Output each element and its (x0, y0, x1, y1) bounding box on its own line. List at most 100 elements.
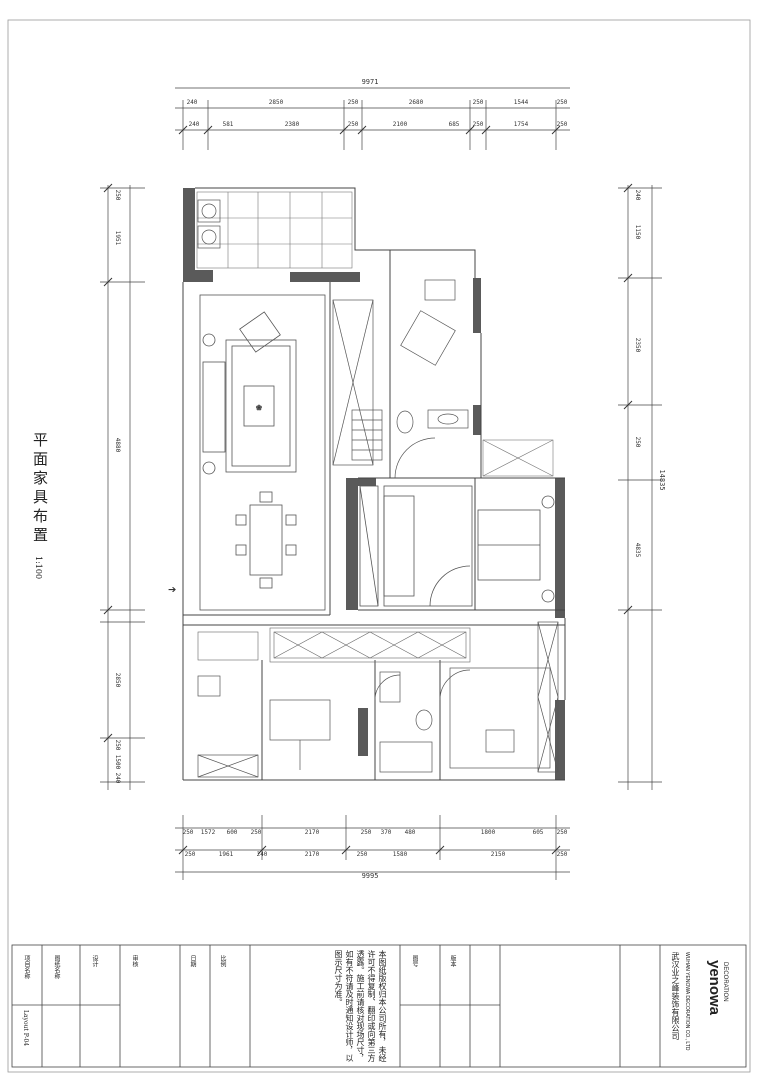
dim-overall-depth: 14835 (658, 469, 666, 490)
dim-label: 250 (357, 851, 368, 858)
top-dimension-lines (175, 87, 570, 150)
dim-label: 250 (183, 829, 194, 836)
dim-label: 250 (348, 99, 359, 106)
dim-label: 250 (557, 121, 568, 128)
company-name: 武汉业之峰装饰有限公司 (671, 952, 680, 1040)
dim-label: 2350 (634, 338, 641, 353)
entry-arrow-icon: ➔ (168, 582, 176, 598)
wall-solids (183, 188, 565, 780)
washer-icon (197, 199, 221, 249)
title-field: 项目名称 (23, 955, 30, 979)
title-field: 版本 (449, 955, 456, 967)
sink-icon (379, 671, 401, 703)
living-room-furniture: ❀ (199, 294, 326, 611)
dim-label: 250 (185, 851, 196, 858)
dim-label: 2100 (393, 121, 408, 128)
dim-label: 240 (257, 851, 268, 858)
vanity-icon (427, 409, 469, 429)
dim-label: 240 (114, 773, 121, 784)
dim-label: 4835 (634, 543, 641, 558)
dim-left: 250 1951 4880 2850 250 1500 240 (114, 190, 121, 784)
company-logo: yenowa (706, 960, 723, 1016)
dim-label: 240 (189, 121, 200, 128)
dim-label: 250 (634, 437, 641, 448)
dim-label: 2150 (491, 851, 506, 858)
chair-icon (285, 544, 297, 556)
dim-label: 240 (634, 190, 641, 201)
sink-icon (424, 279, 456, 301)
wardrobe-icon (359, 485, 379, 607)
title-field: 设计 (91, 955, 98, 967)
dim-label: 240 (187, 99, 198, 106)
dim-label: 2170 (305, 829, 320, 836)
dining-table-icon (249, 504, 283, 576)
title-field: 比例 (219, 955, 226, 967)
title-field: 图号 (411, 955, 418, 967)
corridor-tiles (197, 627, 471, 663)
side-lamp-icon (202, 461, 216, 475)
dim-label: 250 (114, 190, 121, 201)
chair-icon (259, 577, 273, 589)
nightstand-icon (541, 589, 555, 603)
dim-label: 2850 (114, 673, 121, 688)
dim-label: 1500 (114, 755, 121, 770)
lower-rooms-furniture (197, 621, 559, 778)
dim-label: 1150 (634, 225, 641, 240)
dim-label: 2680 (409, 99, 424, 106)
dim-overall-width: 9971 (362, 78, 379, 86)
title-block-frame (11, 944, 747, 1068)
dim-label: 250 (361, 829, 372, 836)
bathtub-icon (379, 741, 433, 773)
door-swing (374, 674, 401, 701)
dining-furniture (235, 491, 297, 589)
dim-label: 250 (557, 99, 568, 106)
door-swing (394, 437, 436, 479)
dim-label: 480 (405, 829, 416, 836)
title-field: 日期 (189, 955, 196, 967)
dim-label: 2380 (285, 121, 300, 128)
dim-label: 581 (223, 121, 234, 128)
toilet-icon (415, 709, 433, 731)
door-swing (429, 565, 471, 607)
dim-label: 2850 (269, 99, 284, 106)
dim-label: 250 (473, 121, 484, 128)
dim-label: 1951 (114, 231, 121, 246)
dim-label: 1961 (219, 851, 234, 858)
dim-label: 250 (114, 740, 121, 751)
dim-label: 4880 (114, 438, 121, 453)
company-logo-subtitle: DECORATION (722, 962, 728, 1002)
sofa-icon (202, 361, 226, 453)
chair-icon (235, 544, 247, 556)
chair-icon (235, 514, 247, 526)
dim-label: 250 (557, 829, 568, 836)
chair-icon (259, 491, 273, 503)
chair-icon (285, 514, 297, 526)
bedroom-furniture (359, 485, 555, 607)
shoe-cabinet-icon (197, 631, 259, 661)
nightstand-icon (541, 495, 555, 509)
study-room (449, 667, 551, 769)
dim-label: 1580 (393, 851, 408, 858)
plant-icon: ❀ (256, 403, 262, 413)
storage-icon (197, 754, 259, 778)
title-block-notes: 本图纸版权归本公司所有，未经许可不得复制、翻印或向第三方透露。施工前请核对现场尺… (334, 950, 387, 1062)
sheet-number: Layout P-04 (22, 1010, 29, 1047)
company-english-name: WUHAN YENOWA DECORATION CO., LTD (684, 952, 690, 1051)
drawing-scale: 1:100 (34, 556, 43, 580)
bathroom-fixtures (394, 279, 469, 479)
toilet-icon (396, 410, 414, 434)
dim-label: 600 (227, 829, 238, 836)
dim-bottom-row1: 250 1572 600 250 2170 250 370 480 1800 6… (183, 829, 568, 836)
left-dimension-lines (100, 185, 145, 790)
balcony-tile-grid (196, 191, 353, 269)
study-desk-icon (485, 729, 515, 753)
shower-icon (400, 310, 456, 366)
dim-bottom-row2: 250 1961 240 2170 250 1580 2150 250 (185, 851, 568, 858)
dim-right: 240 1150 2350 250 4835 14835 (634, 190, 666, 558)
dim-label: 250 (348, 121, 359, 128)
dim-label: 2170 (305, 851, 320, 858)
dim-label: 250 (557, 851, 568, 858)
dim-top-row1: 240 2850 250 2680 250 1544 250 (187, 99, 568, 106)
desk-icon (269, 699, 331, 741)
